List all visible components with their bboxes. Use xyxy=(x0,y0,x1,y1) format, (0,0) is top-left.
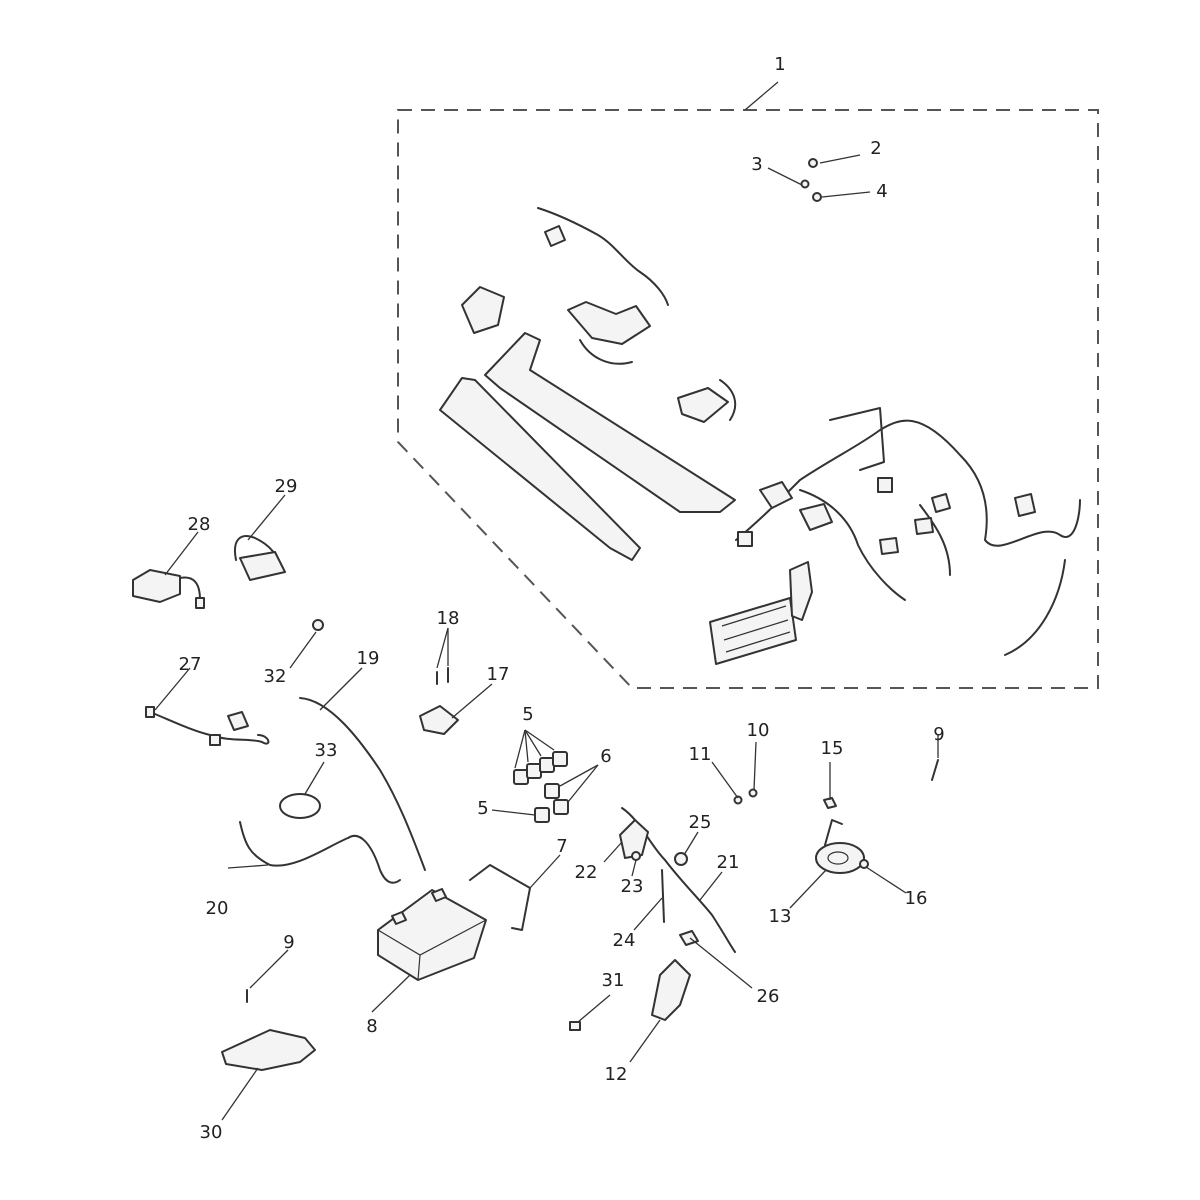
callout-27: 27 xyxy=(179,654,202,675)
nut-31 xyxy=(569,1021,581,1031)
bolt-11 xyxy=(733,795,743,805)
callout-9-left: 9 xyxy=(283,932,294,953)
callout-1: 1 xyxy=(774,54,785,75)
leader-lines xyxy=(154,81,939,1121)
callout-21: 21 xyxy=(717,852,740,873)
nut-10 xyxy=(748,788,758,798)
screws-18 xyxy=(436,667,449,685)
kit-boundary xyxy=(397,109,1099,689)
callout-5-lower: 5 xyxy=(477,798,488,819)
callout-24: 24 xyxy=(613,930,636,951)
nut-23 xyxy=(631,851,641,861)
callout-12: 12 xyxy=(605,1064,628,1085)
connector-29 xyxy=(234,535,286,581)
clip-33 xyxy=(279,793,321,819)
callout-3: 3 xyxy=(751,154,762,175)
callout-33: 33 xyxy=(315,740,338,761)
callout-16: 16 xyxy=(905,888,928,909)
callout-26: 26 xyxy=(757,986,780,1007)
callout-32: 32 xyxy=(264,666,287,687)
callout-31: 31 xyxy=(602,970,625,991)
battery-8 xyxy=(377,888,487,981)
solenoid-22 xyxy=(619,819,649,859)
callout-7: 7 xyxy=(556,836,567,857)
callout-13: 13 xyxy=(769,906,792,927)
main-harness xyxy=(439,207,1081,665)
sensor-12 xyxy=(651,959,691,1021)
horn-13 xyxy=(815,819,865,874)
callout-9-right: 9 xyxy=(933,724,944,745)
callout-20: 20 xyxy=(206,898,229,919)
rod-24 xyxy=(661,869,665,923)
clip-32 xyxy=(312,619,324,631)
callout-8: 8 xyxy=(366,1016,377,1037)
callout-2: 2 xyxy=(870,138,881,159)
callout-6: 6 xyxy=(600,746,611,767)
callout-28: 28 xyxy=(188,514,211,535)
screw-9-right xyxy=(931,759,939,781)
callout-23: 23 xyxy=(621,876,644,897)
callout-30: 30 xyxy=(200,1122,223,1143)
callout-25: 25 xyxy=(689,812,712,833)
relays-5-6 xyxy=(513,751,569,823)
hose-20 xyxy=(239,821,401,884)
callout-18: 18 xyxy=(437,608,460,629)
nut-15 xyxy=(823,797,837,809)
harness-27 xyxy=(145,706,270,746)
callout-29: 29 xyxy=(275,476,298,497)
callout-15: 15 xyxy=(821,738,844,759)
callout-5-upper: 5 xyxy=(522,704,533,725)
callout-19: 19 xyxy=(357,648,380,669)
hose-19 xyxy=(299,697,426,871)
sensor-30 xyxy=(221,1029,316,1071)
holder-17 xyxy=(419,705,459,735)
fasteners-2-3-4 xyxy=(800,158,822,202)
callout-17: 17 xyxy=(487,664,510,685)
callout-10: 10 xyxy=(747,720,770,741)
nut-16 xyxy=(859,859,869,869)
relay-28 xyxy=(132,569,205,609)
callout-4: 4 xyxy=(876,181,887,202)
grommet-25 xyxy=(674,852,688,866)
callout-11: 11 xyxy=(689,744,712,765)
callout-22: 22 xyxy=(575,862,598,883)
